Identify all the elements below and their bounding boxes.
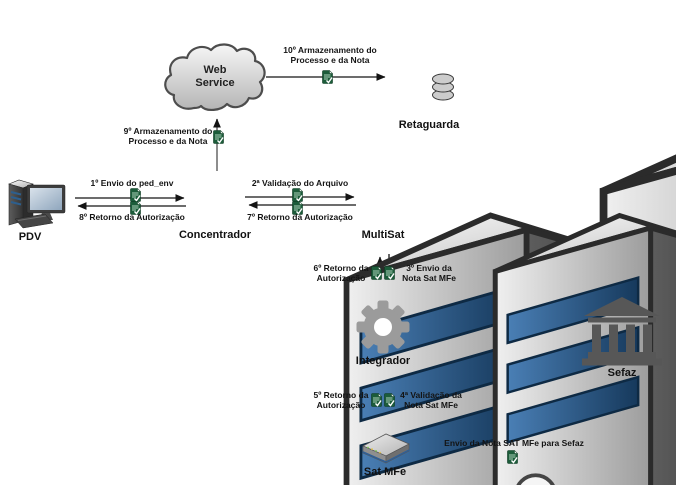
edge-label-e5: 5º Retorno da Autorização [313, 390, 369, 411]
document-check-icon [371, 266, 382, 280]
edge-label-e10: 10º Armazenamento do Processo e da Nota [283, 45, 377, 66]
device-box-icon [362, 433, 410, 464]
document-check-icon [507, 450, 518, 464]
node-label-sefaz: Sefaz [607, 367, 637, 379]
document-check-icon [322, 70, 333, 84]
document-check-icon [371, 393, 382, 407]
edge-label-e8: 8º Retorno da Autorização [79, 212, 185, 222]
document-check-icon [130, 188, 141, 202]
node-label-pdv: PDV [18, 231, 42, 243]
edge-label-e3: 3º Envio da Nota Sat MFe [402, 263, 456, 284]
gear-icon [356, 300, 410, 354]
node-label-sat-mfe: Sat MFe [363, 466, 407, 478]
edge-label-e4: 4ª Validação da Nota Sat MFe [400, 390, 462, 411]
edge-label-e7: 7º Retorno da Autorização [247, 212, 353, 222]
bank-icon [582, 297, 662, 366]
document-check-icon [384, 393, 395, 407]
node-label-integrador: Integrador [355, 355, 411, 367]
node-label-web-service: Web Service [195, 64, 235, 89]
desktop-computer-icon [8, 179, 66, 229]
edge-label-e11: Envio da Nota SAT MFe para Sefaz [444, 438, 584, 448]
node-label-concentrador: Concentrador [178, 229, 252, 241]
document-check-icon [384, 266, 395, 280]
node-label-multisat: MultiSat [361, 229, 405, 241]
edge-label-e1: 1º Envio do ped_env [90, 178, 174, 188]
edge-label-e6: 6º Retorno da Autorização [313, 263, 369, 284]
edge-label-e9: 9º Armazenamento do Processo e da Nota [123, 126, 213, 147]
database-server-icon [432, 73, 676, 485]
edge-label-e2: 2ª Validação do Arquivo [251, 178, 349, 188]
node-label-retaguarda: Retaguarda [398, 119, 460, 131]
cloud-icon [164, 43, 266, 111]
document-check-icon [213, 130, 224, 144]
document-check-icon [292, 188, 303, 202]
